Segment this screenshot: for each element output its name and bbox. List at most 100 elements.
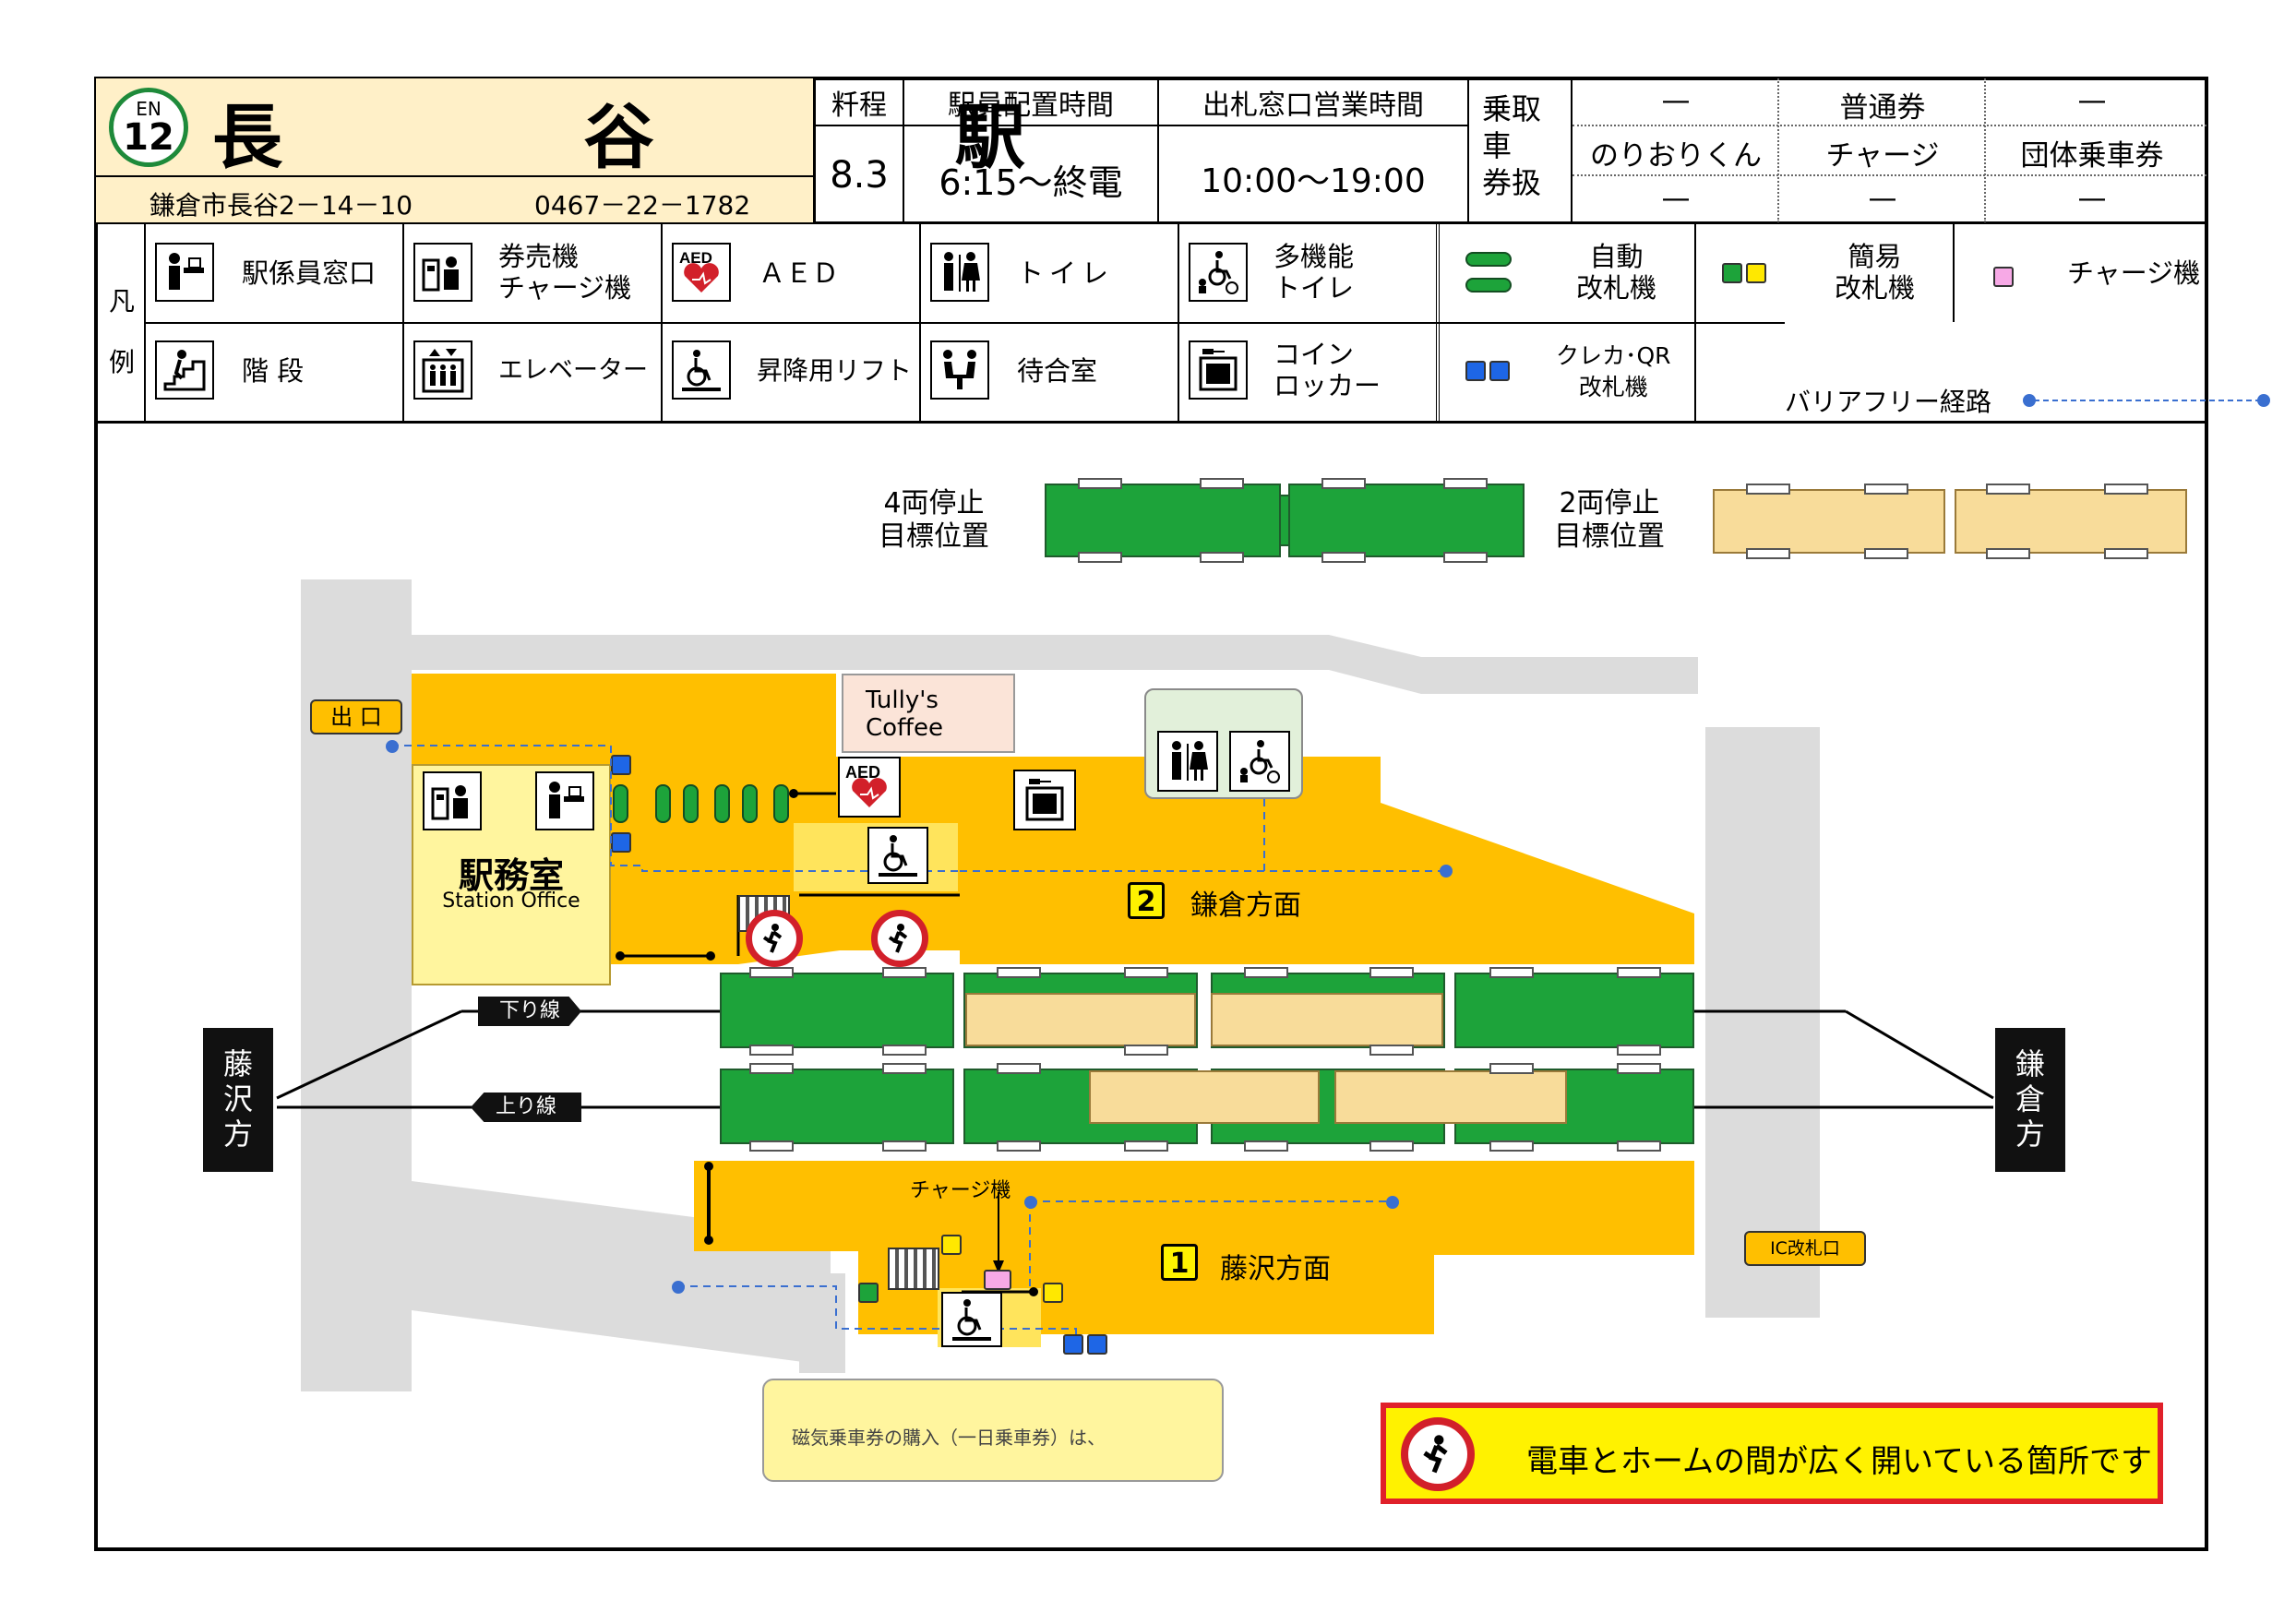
route-end-dot <box>1440 865 1453 878</box>
stop-target-4car-b <box>1288 484 1525 557</box>
staff-hours-value: 6:15～終電 <box>939 162 1123 203</box>
train-door <box>1443 478 1488 489</box>
card-gate-icon <box>1489 361 1510 381</box>
train-door <box>749 967 794 978</box>
staff-window-icon <box>535 771 594 830</box>
tickets-table: — 普通券 — のりおりくん チャージ 団体乗車券 — — — <box>1573 78 2206 222</box>
legend-ticket-machine: 券売機 チャージ機 <box>498 241 632 304</box>
train-door <box>1489 1140 1534 1152</box>
toilet-icon <box>930 243 989 302</box>
ticket-machine-icon <box>413 243 472 302</box>
train-door <box>749 1045 794 1056</box>
divider <box>919 224 921 421</box>
route-end-dot <box>386 740 399 753</box>
card-gate <box>1063 1334 1083 1355</box>
elevator-icon <box>413 340 472 400</box>
up-line-label: 上り線 <box>471 1093 581 1122</box>
legend-card-gate: クレカ･QR 改札機 <box>1556 342 1671 400</box>
divider <box>1573 125 2206 126</box>
auto-gate <box>773 784 789 823</box>
auto-gate-icon <box>1465 252 1512 267</box>
tickets-label-3: 券扱 <box>1482 165 1542 200</box>
train-car-up-2car <box>1089 1070 1320 1124</box>
coin-locker-icon <box>1013 770 1076 830</box>
simple-gate-yellow-icon <box>1746 263 1766 283</box>
ticket-cell: のりおりくん <box>1590 139 1762 173</box>
stop-target-2car-a <box>1713 489 1945 554</box>
wheelchair-lift-icon <box>941 1292 1002 1347</box>
divider <box>1984 78 1986 222</box>
divider <box>1178 224 1179 421</box>
svg-text:AED: AED <box>679 249 712 267</box>
header-row: EN 12 長 谷 駅 鎌倉市長谷2－14－10 0467－22－1782 粁程… <box>96 78 2206 224</box>
train-car-down-2car <box>1211 993 1443 1046</box>
stop-target-2car-b <box>1955 489 2187 554</box>
stairs-icon <box>155 340 214 400</box>
platform-gap-warning-icon <box>871 910 928 967</box>
train-door <box>882 967 927 978</box>
route-end-dot <box>1024 1196 1037 1209</box>
platform-2-number: 2 <box>1128 882 1165 919</box>
train-door <box>2104 484 2148 495</box>
route-end-dot <box>672 1281 685 1294</box>
multi-toilet-icon <box>1229 731 1290 792</box>
map-frame <box>94 77 2208 1551</box>
fujisawa-direction: 藤 沢 方 <box>203 1028 273 1172</box>
card-gate-icon <box>1465 361 1486 381</box>
train-door <box>1864 548 1908 559</box>
office-name-en: Station Office <box>442 890 580 913</box>
divider <box>816 125 903 126</box>
tickets-label-2: 車 <box>1482 128 1513 163</box>
train-door <box>2104 548 2148 559</box>
divider <box>904 125 1157 126</box>
train-door <box>1489 967 1534 978</box>
divider <box>1573 174 2206 176</box>
train-door <box>749 1063 794 1074</box>
route-end-dot <box>2257 394 2270 407</box>
train-car-down <box>720 973 954 1048</box>
train-door <box>1617 967 1661 978</box>
station-number: 12 <box>123 116 174 159</box>
train-door <box>1443 552 1488 563</box>
svg-text:AED: AED <box>845 763 880 782</box>
ticket-cell: — <box>1661 84 1691 117</box>
train-door <box>1489 1063 1534 1074</box>
train-door <box>1078 478 1122 489</box>
platform-2-direction: 鎌倉方面 <box>1190 890 1301 922</box>
route-end-dot <box>1386 1196 1399 1209</box>
two-car-stop-label: 2両停止 目標位置 <box>1554 487 1665 553</box>
auto-gate <box>613 784 628 823</box>
legend: 凡 例 駅係員窓口 券売機 チャージ機 AED ＡＥＤ トイレ 多機能 トイレ … <box>96 224 2270 424</box>
tickets-label-1: 乗取 <box>1482 91 1542 126</box>
simple-gate-yellow <box>941 1235 962 1255</box>
simple-gate-green-icon <box>1722 263 1742 283</box>
route-end-dot <box>2023 394 2036 407</box>
train-door <box>1746 548 1790 559</box>
gap-warning-text: 電車とホームの間が広く開いている箇所です <box>1526 1443 2152 1480</box>
divider <box>661 224 663 421</box>
platform-gap-warning-icon <box>1401 1417 1475 1491</box>
address-row: 鎌倉市長谷2－14－10 0467－22－1782 <box>96 175 813 222</box>
train-door <box>1369 967 1414 978</box>
barrier-free-route-sample <box>2034 400 2261 401</box>
train-door <box>997 1063 1041 1074</box>
train-door <box>1078 552 1122 563</box>
legend-locker: コイン ロッカー <box>1274 339 1381 401</box>
train-car-down <box>1454 973 1694 1048</box>
legend-lift: 昇降用リフト <box>757 355 913 386</box>
charge-machine-label: チャージ機 <box>910 1179 1011 1202</box>
train-door <box>1617 1045 1661 1056</box>
platform-gap-warning-icon <box>746 910 803 967</box>
staff-window-icon <box>155 243 214 302</box>
train-door <box>1746 484 1790 495</box>
auto-gate <box>683 784 699 823</box>
ticket-cell: — <box>1868 182 1897 215</box>
window-hours-label: 出札窓口営業時間 <box>1202 90 1424 122</box>
train-door <box>1244 967 1288 978</box>
train-door <box>1124 1045 1168 1056</box>
train-car-up <box>720 1069 954 1144</box>
train-door <box>1200 552 1244 563</box>
auto-gate <box>655 784 671 823</box>
card-gate <box>1087 1334 1107 1355</box>
train-door <box>1124 1140 1168 1152</box>
